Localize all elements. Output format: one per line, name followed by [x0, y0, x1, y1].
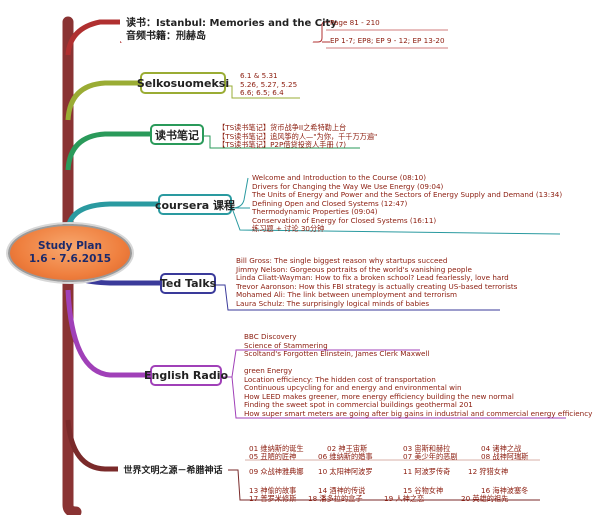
greek-episode: 09 众战神雅典娜 — [249, 467, 304, 476]
selkosuomeksi-leaf-bracket — [225, 85, 300, 99]
reading-notes-leaf: 【TS读书笔记】P2P借贷投资人手册 (7) — [218, 140, 347, 150]
istanbul-connector — [65, 19, 120, 56]
branch-ted-talks[interactable]: Ted Talks — [160, 273, 216, 294]
greek-episode: 20 英雄的祖先 — [461, 494, 509, 503]
english-radio-leaves-bottom: green Energy Location efficiency: The hi… — [244, 366, 593, 419]
coursera-leaves: Welcome and Introduction to the Course (… — [252, 173, 444, 191]
selkosuomeksi-leaf: 6.6; 6.5; 6.4 — [240, 88, 284, 98]
selkosuomeksi-connector — [65, 80, 140, 121]
ted-leaf-bracket — [215, 284, 500, 311]
coursera-title: coursera 课程 — [154, 198, 236, 212]
coursera-leaf: Welcome and Introduction to the Course (… — [252, 173, 427, 182]
istanbul-leaf-bracket — [312, 21, 330, 43]
selkosuomeksi-leaf: 6.1 & 5.31 — [240, 71, 278, 80]
coursera-leaf: The Units of Energy and Power and the Se… — [252, 190, 563, 199]
ted-leaf: Trevor Aaronson: How this FBI strategy i… — [236, 281, 518, 291]
selkosuomeksi-leaf: 5.26, 5.27, 5.25 — [240, 79, 298, 89]
ted-leaves: Bill Gross: The single biggest reason wh… — [236, 256, 518, 309]
english-radio-title: English Radio — [143, 369, 229, 382]
coursera-leaf: Defining Open and Closed Systems (12:47) — [252, 198, 408, 208]
english-radio-leaf: Finding the sweet spot in commercial bui… — [244, 400, 473, 410]
greek-episode: 08 战神阿瑞斯 — [481, 452, 529, 461]
ted-leaf: Jimmy Nelson: Gorgeous portraits of the … — [236, 264, 472, 274]
greek-episode: 13 神偷的故事 — [249, 486, 297, 495]
central-topic[interactable]: Study Plan 1.6 - 7.6.2015 — [8, 224, 132, 282]
greek-episode: 02 神王宙斯 — [327, 444, 368, 453]
english-radio-leaf: Scoltand's Forgotten Elinstein, James Cl… — [244, 349, 430, 359]
branch-english-radio[interactable]: English Radio — [144, 365, 228, 386]
greek-episode: 12 狩猎女神 — [468, 467, 509, 476]
coursera-leaf: Conservation of Energy for Closed System… — [252, 215, 437, 225]
ted-title: Ted Talks — [159, 277, 217, 290]
istanbul-subtitle: 音频书籍：刑赫岛 — [126, 31, 206, 42]
english-radio-leaf: Continuous upcycling for and energy and … — [244, 383, 462, 393]
trunk-connector — [62, 16, 82, 515]
english-radio-leaf: Science of Stammering — [244, 340, 328, 350]
reading-notes-leaf: 【TS读书笔记】货币战争II之希特勒上台 — [218, 123, 347, 132]
istanbul-leaves: Page 81 - 210 — [330, 18, 380, 28]
coursera-leaf-bracket — [231, 177, 561, 235]
selkosuomeksi-title: Selkosuomeksi — [136, 76, 230, 90]
istanbul-title: 读书：Istanbul: Memories and the City — [126, 18, 337, 29]
branch-coursera[interactable]: coursera 课程 — [154, 194, 236, 215]
coursera-leaf: 练习题 + 讨论 30分钟 — [252, 224, 325, 234]
greek-myth-connector — [65, 419, 118, 472]
english-radio-leaf: How super smart meters are going after b… — [244, 408, 593, 418]
greek-episode: 05 丑陋的匠神 — [249, 452, 297, 461]
greek-episode: 16 海神波塞冬 — [481, 486, 529, 495]
greek-myth-leaf-bracket — [228, 469, 540, 501]
greek-episode: 15 谷物女神 — [403, 486, 444, 495]
english-radio-connector — [65, 289, 150, 378]
reading-notes-leaf: 【TS读书笔记】追风筝的人—"为你，千千万万遍" — [218, 131, 378, 141]
branch-reading-notes[interactable]: 读书笔记 — [150, 124, 204, 145]
reading-notes-connector — [65, 131, 150, 171]
greek-episode: 06 维纳斯的婚事 — [318, 452, 373, 461]
branch-selkosuomeksi[interactable]: Selkosuomeksi — [136, 72, 230, 94]
greek-episode: 01 维纳斯的诞生 — [249, 444, 304, 453]
greek-episode: 10 太阳神阿波罗 — [318, 467, 373, 476]
english-radio-leaf: Location efficiency: The hidden cost of … — [244, 374, 436, 384]
istanbul-leaves: EP 1-7; EP8; EP 9 - 12; EP 13-20 — [330, 36, 445, 46]
ted-leaf: Bill Gross: The single biggest reason wh… — [236, 256, 448, 265]
ted-leaf: Linda Cliatt-Wayman: How to fix a broken… — [236, 273, 509, 283]
greek-episode: 17 普罗米修斯 — [249, 494, 297, 503]
greek-episode: 18 潘多拉的盒子 — [308, 494, 363, 503]
coursera-leaf: Drivers for Changing the Way We Use Ener… — [252, 181, 444, 191]
reading-notes-title: 读书笔记 — [155, 128, 199, 142]
greek-episode: 19 人神之恋 — [384, 494, 425, 503]
coursera-leaf: Thermodynamic Properties (09:04) — [252, 207, 378, 217]
greek-episode: 04 诸神之战 — [481, 444, 522, 453]
branch-istanbul[interactable]: 读书：Istanbul: Memories and the City 音频书籍：… — [120, 16, 337, 44]
ted-leaf: Mohamed Ali: The link between unemployme… — [236, 290, 458, 300]
central-dates: 1.6 - 7.6.2015 — [28, 253, 112, 265]
coursera-leaves: The Units of Energy and Power and the Se… — [252, 190, 563, 234]
selkosuomeksi-leaves: 6.1 & 5.31 5.26, 5.27, 5.25 6.6; 6.5; 6.… — [240, 71, 298, 98]
reading-notes-leaves: 【TS读书笔记】货币战争II之希特勒上台 【TS读书笔记】追风筝的人—"为你，千… — [218, 123, 378, 150]
english-radio-leaf-bracket — [222, 349, 566, 419]
greek-episode: 11 阿波罗传奇 — [403, 467, 451, 476]
greek-episode: 07 美少年的恶剧 — [403, 452, 458, 461]
istanbul-leaf: Page 81 - 210 — [330, 18, 380, 27]
english-radio-leaf: green Energy — [244, 366, 293, 375]
istanbul-leaf: EP 1-7; EP8; EP 9 - 12; EP 13-20 — [330, 36, 445, 45]
central-title: Study Plan — [38, 240, 102, 252]
greek-episode: 14 酒神的传说 — [318, 486, 366, 495]
english-radio-leaves-top: BBC Discovery Science of Stammering Scol… — [244, 332, 430, 359]
reading-notes-leaf-bracket — [203, 135, 360, 149]
greek-myth-title: 世界文明之源－希腊神话 — [123, 465, 223, 476]
greek-episode: 03 宙斯和赫拉 — [403, 444, 451, 453]
english-radio-leaf: How LEED makes greener, more energy effi… — [244, 391, 514, 401]
english-radio-leaf: BBC Discovery — [244, 332, 297, 341]
ted-leaf: Laura Schulz: The surprisingly logical m… — [236, 298, 430, 308]
branch-greek-myth[interactable]: 世界文明之源－希腊神话 — [118, 459, 228, 479]
